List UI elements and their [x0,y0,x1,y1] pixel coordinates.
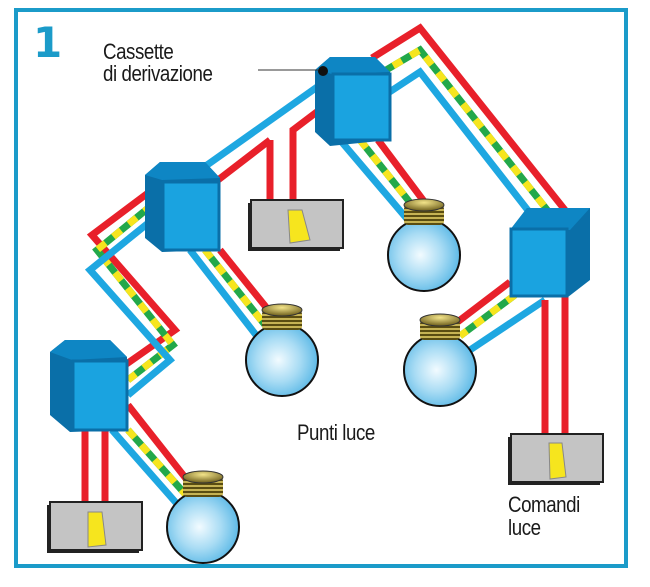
label-light-points: Punti luce [297,420,375,445]
wire-bundle-to-switch-bottom [81,430,109,505]
neutral-wire [84,217,176,398]
junction-box-bottom-left [50,340,129,432]
bulb-globe [166,490,240,564]
junction-box-left-mid [145,162,221,252]
neutral-wire [383,67,540,225]
switch-rocker [548,442,567,480]
light-switch-mid[interactable] [248,199,344,251]
pointer-dot [318,66,328,76]
neutral-wire [187,247,259,338]
bulb-contact [419,313,461,327]
neutral-wire [337,137,411,223]
junction-box-top [315,57,392,146]
junction-box-right [509,208,590,298]
label-light-controls-line1: Comandi [508,492,580,517]
neutral-wire [109,427,181,508]
figure-number: 1 [33,18,63,67]
phase-wire [289,105,325,200]
bulb-contact [403,198,445,212]
switch-rocker [87,511,107,548]
light-bulb [387,198,461,292]
phase-wire [86,187,181,368]
label-light-controls-line2: luce [508,515,541,540]
wire-bundle-zigzag [84,187,181,398]
wire-bundle-to-switch-right [541,295,569,435]
wire-bundle-to-bulb-bottom [109,402,198,508]
label-junction-boxes-line1: Cassette [103,39,174,64]
bulb-contact [261,303,303,317]
bulb-globe [245,323,319,397]
earth-wire-stripe [202,247,268,328]
bulb-globe [403,333,477,407]
light-switch-bottom-left[interactable] [47,501,143,553]
label-junction-boxes-line2: di derivazione [103,61,213,86]
earth-wire [374,45,555,219]
light-bulb [245,303,319,397]
neutral-wire [197,82,323,173]
diagram-frame [14,8,628,568]
light-bulb [166,470,240,564]
phase-wire [215,137,273,183]
earth-wire [457,292,518,339]
bulb-globe [387,218,461,292]
neutral-wire [468,297,547,353]
phase-wire [370,23,568,213]
switch-rocker [287,209,311,244]
bulb-contact [182,470,224,484]
wire-bundle-top-right [370,23,568,225]
light-bulb [403,313,477,407]
light-switch-right[interactable] [508,433,604,485]
earth-wire-stripe [92,202,178,383]
earth-wire-stripe [125,427,189,498]
